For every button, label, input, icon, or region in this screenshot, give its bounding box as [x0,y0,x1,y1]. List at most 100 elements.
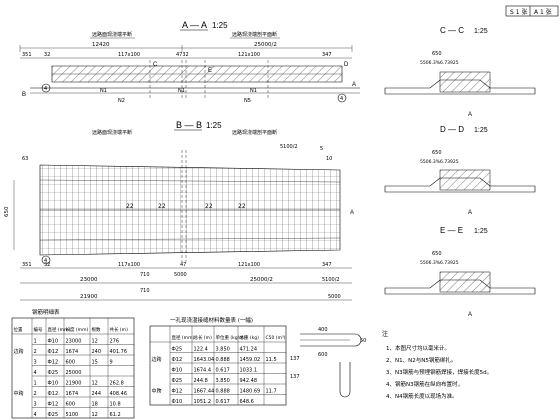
table-header-cell: 直径 (mm) [48,326,71,333]
table-cell: 276 [110,339,120,345]
table-cell: 12 [92,412,98,418]
aa-dim-top-1: 12420 [92,42,110,48]
view-dd: D — D 1:25 650 5506.3%6.73925 A [384,125,536,216]
view-aa-right-label: 远路现浇端剖平面断 [232,31,277,38]
table-cell: 244 [92,391,102,397]
aa-dim-mid-6: 347 [322,52,332,58]
table-cell: 942.48 [240,378,258,384]
aa-rebar-tag: N2 [118,98,125,104]
bb-rebar-tag: 22 [126,203,134,210]
bb-n-tag: 10 [326,156,332,162]
table-cell: 中跨 [14,390,24,397]
table-cell: Ф12 [172,357,183,363]
table-cell: 3 [34,360,37,366]
hook-dim: 600 [318,352,328,358]
table-cell: Ф25 [48,412,59,418]
table-cell: 2 [34,349,37,355]
cc-joint-hatch [439,71,491,93]
view-bb-title: B — B [176,120,202,130]
view-dd-title: D — D [440,125,464,134]
bb-node-marker [41,255,51,265]
aa-mark-b: B [22,92,26,98]
aa-node-marker [337,93,347,103]
view-ee-title: E — E [440,226,463,235]
bb-dim-bottom: 121x100 [238,262,260,268]
bb-rebar-tag: 22 [238,203,246,210]
table-header-cell: 编号 [34,326,43,333]
notes: 注 1、本图尺寸均以毫米计。 2、N1、N2与N5钢筋绑扎。 3、N3钢筋与预埋… [382,330,492,400]
view-cc-title: C — C [440,26,464,35]
table-header-cell: 直径 (mm) [172,334,195,341]
table-title: 一孔现浇湿接缝材料数量表 (一幅) [170,316,253,324]
bb-dim-total: 25000/2 [250,277,273,283]
aa-dim-mid-5: 121x100 [238,52,260,58]
view-bb-left-label: 远路面现浇端平断 [92,129,132,136]
table-cell: 0.617 [216,399,230,405]
hook-dim: 137 [290,374,300,380]
table-cell: 11.5 [266,357,277,363]
note-item: 2、N1、N2与N5钢筋绑扎。 [386,356,456,364]
table-cell: Ф25 [48,370,59,376]
bb-bar-dim: 710 [140,288,150,294]
table-cell: Ф12 [172,389,183,395]
view-dd-scale: 1:25 [474,127,488,134]
table-cell: 12 [92,339,98,345]
bb-mark-a: A [350,210,354,216]
dd-mark: A [468,210,472,216]
note-item: 1、本图尺寸均以毫米计。 [386,344,450,352]
table-cell: Ф10 [48,381,59,387]
table-cell: 11.7 [266,389,277,395]
note-item: 4、钢筋N3钢筋在纵向布置时， [386,380,463,388]
bb-n-tag: 5 [320,146,323,152]
table-cell: 1033.1 [240,368,258,374]
table-cell: 122.4 [194,347,208,353]
bb-bar-dim: 710 [140,272,150,278]
dd-joint-hatch [439,169,491,191]
table-cell: 10.8 [110,402,121,408]
table-cell: 23000 [66,339,82,345]
view-cc: C — C 1:25 650 5506.3%6.73925 A [384,26,536,118]
table-cell: 1674.4 [194,368,212,374]
notes-title: 注 [382,330,388,338]
view-cc-scale: 1:25 [474,28,488,35]
bb-node-label: 4 [44,258,47,264]
table-header-cell: 位置 [14,326,23,333]
table-cell: 648.6 [240,399,254,405]
bb-dim-total: 5100/2 [322,277,340,283]
table-cell: 4 [34,412,37,418]
table-header-cell: 总长 (m) [194,334,213,341]
title-block: S 1 张 A 1 张 [505,5,559,17]
view-bb: B — B 1:25 远路面现浇端平断 远路现浇端剖平面断 63 5100/2 … [4,120,354,301]
aa-dim-mid-2: 32 [44,52,50,58]
aa-dim-top-2: 25000/2 [254,42,277,48]
ee-dim-650: 650 [432,251,442,257]
table-cell: Ф12 [48,402,59,408]
table-cell: 244.8 [194,378,208,384]
note-item: 4、N4钢筋长度以现场为准。 [386,392,458,400]
bb-rebar-tag: 22 [205,203,213,210]
table-header-cell: 长度 (mm) [66,326,89,333]
table-cell: 401.76 [110,349,128,355]
table-cell: 25000 [66,370,82,376]
ee-dim-detail: 5506.3%6.73925 [420,260,459,266]
view-aa-scale: 1:25 [212,21,228,30]
cc-dim-650: 650 [432,51,442,57]
bb-dim-total2: 21900 [80,294,98,300]
aa-mark-a: A [352,82,356,88]
table-cell: 15 [92,360,98,366]
table-cell: 12 [92,381,98,387]
table-cell: 61.2 [110,412,121,418]
material-quantity-table: 一孔现浇湿接缝材料数量表 (一幅)直径 (mm)总长 (m)单位重 (kg/m)… [149,316,287,406]
view-aa-left-label: 远路面现浇端平断 [92,31,132,38]
bb-rebar-tag: 22 [158,203,166,210]
aa-dim-mid-1: 351 [22,52,32,58]
table-title: 钢筋明细表 [32,308,60,316]
